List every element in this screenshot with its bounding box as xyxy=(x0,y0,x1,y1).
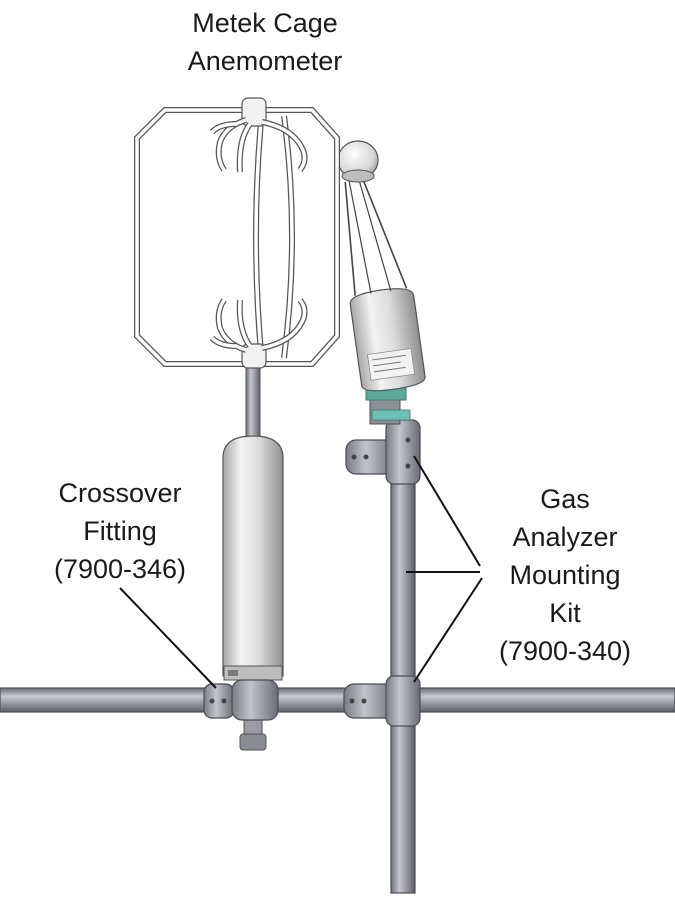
gas-analyzer-sensor-head xyxy=(337,140,379,183)
anemometer-body xyxy=(222,435,284,681)
gas-analyzer-sensor xyxy=(344,179,426,392)
label-line: (7900-340) xyxy=(498,636,632,666)
crossover-fitting xyxy=(203,679,279,721)
horizontal-crossarm xyxy=(0,687,675,713)
anemometer-shaft xyxy=(245,361,261,443)
lower-transducer-hub xyxy=(209,298,308,369)
leader-gas-upper xyxy=(413,455,481,567)
label-line: Gas xyxy=(540,484,590,514)
label-gas-analyzer-mounting-kit: Gas Analyzer Mounting Kit (7900-340) xyxy=(470,480,660,670)
label-crossover-fitting: Crossover Fitting (7900-346) xyxy=(10,474,230,588)
label-line: Anemometer xyxy=(187,46,343,76)
label-line: Crossover xyxy=(58,478,182,508)
anemometer-cage xyxy=(134,107,340,367)
mounting-clamp-lower xyxy=(343,675,421,727)
label-line: Kit xyxy=(549,598,581,628)
label-line: Metek Cage xyxy=(192,8,338,38)
leader-crossover xyxy=(119,587,217,689)
mounting-clamp-upper xyxy=(345,383,421,485)
vertical-mast xyxy=(390,424,416,894)
label-line: Mounting xyxy=(509,560,621,590)
label-line: Fitting xyxy=(83,516,157,546)
leader-lines xyxy=(119,455,483,689)
leader-gas-lower xyxy=(413,577,483,683)
label-line: Analyzer xyxy=(512,522,618,552)
label-line: (7900-346) xyxy=(53,554,187,584)
upper-transducer-hub xyxy=(209,97,308,173)
label-metek-cage-anemometer: Metek Cage Anemometer xyxy=(130,4,400,80)
